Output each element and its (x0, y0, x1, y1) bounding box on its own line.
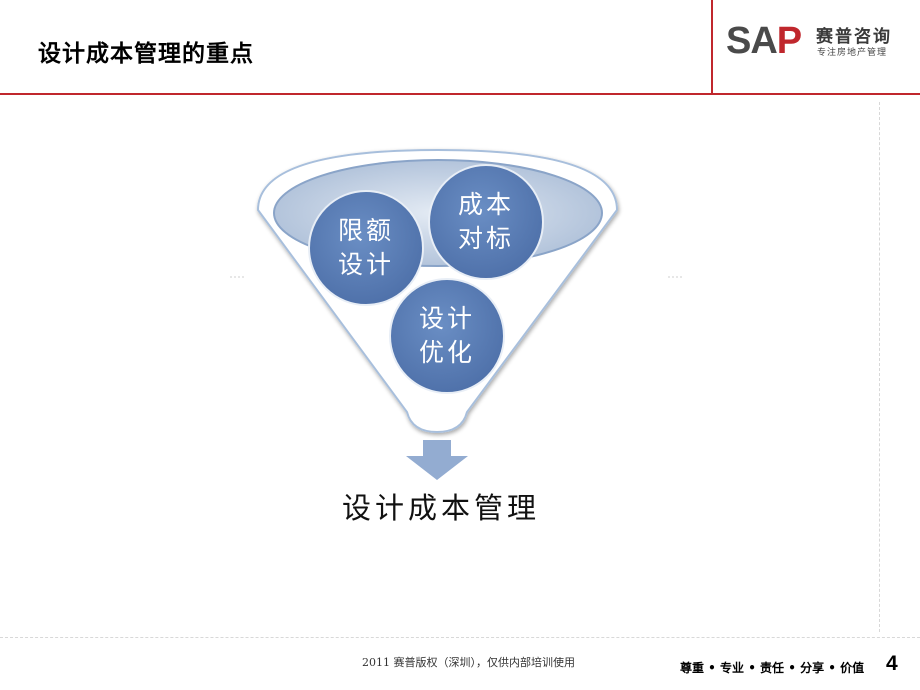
right-guide-line (879, 102, 880, 632)
circle-label-cost-benchmark: 成本 对标 (457, 190, 514, 253)
circle-limit-design (308, 190, 424, 306)
footer-guide-line (0, 637, 920, 638)
circle-cost-benchmark (428, 164, 544, 280)
header-divider (711, 0, 713, 94)
funnel-result-label: 设计成本管理 (342, 491, 541, 525)
logo-mark-primary: SA (726, 20, 778, 62)
logo-company-name: 赛普咨询 (816, 27, 892, 47)
page-title: 设计成本管理的重点 (38, 41, 254, 67)
down-arrow-icon (406, 440, 468, 480)
circle-label-limit-design: 限额 设计 (337, 216, 394, 279)
sap-logo: SAP (726, 20, 802, 62)
circle-label-design-optimize: 设计 优化 (418, 304, 475, 367)
header-rule (0, 93, 920, 95)
footer-values: 尊重 • 专业 • 责任 • 分享 • 价值 (680, 661, 865, 675)
logo-slogan: 专注房地产管理 (817, 48, 888, 58)
footer-copyright: 2011 赛普版权（深圳），仅供内部培训使用 (362, 656, 575, 669)
logo-mark-accent: P (776, 20, 802, 62)
page-number: 4 (886, 652, 898, 675)
circle-design-optimize (389, 278, 505, 394)
